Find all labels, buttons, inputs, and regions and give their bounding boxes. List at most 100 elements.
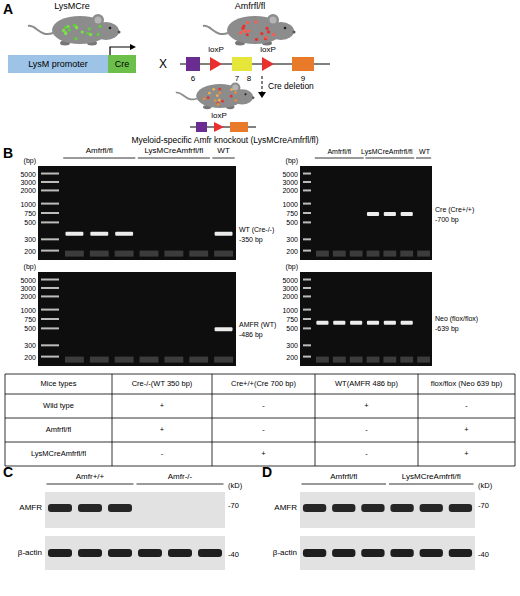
ladder-band: [41, 344, 59, 346]
primer-smear: [400, 357, 413, 363]
cross-symbol: X: [159, 58, 167, 70]
cell-dot: [264, 36, 267, 39]
protein-band: [138, 549, 162, 557]
table-rule: [212, 374, 213, 466]
ladder-size: 750: [24, 316, 36, 323]
ladder-size: 200: [286, 247, 298, 254]
group-underline: [212, 158, 234, 159]
band-name: WT (Cre-/-): [239, 225, 274, 232]
primer-smear: [115, 251, 134, 257]
mouse-eye: [284, 27, 287, 30]
ladder-band: [41, 203, 59, 205]
mass-marker: -40: [228, 551, 239, 559]
blot-image: [45, 536, 225, 570]
ladder-band: [303, 356, 311, 358]
table-cell: -: [365, 426, 368, 434]
mouse-illustration: [176, 82, 255, 109]
cell-dot: [217, 103, 220, 106]
ladder-band: [303, 344, 311, 346]
mouse-illustration: [28, 14, 121, 46]
dna-band: [367, 212, 379, 216]
cell-dot: [203, 98, 206, 101]
step-label: Cre deletion: [268, 82, 314, 91]
blot-image: [45, 492, 225, 528]
mass-marker: -40: [478, 551, 489, 559]
cell-dot: [218, 99, 221, 102]
dna-band: [215, 232, 233, 236]
primer-smear: [400, 251, 413, 257]
protein-band: [390, 549, 413, 557]
group-header: LysMCreAmfrfl/fl: [144, 147, 203, 155]
protein-band: [332, 504, 355, 512]
primer-smear: [333, 251, 346, 257]
cell-dot: [89, 33, 92, 36]
group-underline: [315, 158, 364, 159]
ladder-size: 3000: [20, 178, 36, 185]
table-rule: [112, 374, 113, 466]
cell-dot: [218, 92, 221, 95]
primer-smear: [189, 357, 208, 363]
dna-band: [367, 321, 379, 325]
axis-unit: (kD): [478, 482, 492, 490]
cell-dot: [234, 99, 237, 102]
protein-band: [420, 549, 443, 557]
mouse-ear-inner: [95, 17, 102, 24]
protein-band: [78, 549, 102, 557]
table-cell: +: [160, 426, 164, 434]
protein-band: [108, 549, 132, 557]
table-header: Mice types: [41, 380, 77, 388]
table-header: Cre+/+(Cre 700 bp): [231, 380, 296, 388]
table-rule: [5, 466, 515, 467]
primer-smear: [214, 251, 233, 257]
primer-smear: [140, 357, 159, 363]
ladder-band: [41, 279, 59, 281]
group-header: WT: [217, 147, 229, 155]
cell-dot: [247, 29, 250, 32]
cell-dot: [88, 27, 91, 30]
protein-band: [449, 549, 472, 557]
axis-unit: (bp): [24, 263, 36, 270]
primer-smear: [164, 357, 183, 363]
protein-band: [168, 549, 192, 557]
ladder-size: 3000: [282, 178, 298, 185]
ladder-size: 500: [24, 325, 36, 332]
primer-smear: [164, 251, 183, 257]
primer-smear: [417, 357, 430, 363]
table-cell: Wild type: [43, 402, 74, 410]
ladder-size: 5000: [20, 170, 36, 177]
protein-band: [303, 504, 326, 512]
cell-dot: [221, 100, 224, 103]
mouse-label: LysMCre: [54, 2, 90, 11]
primer-smear: [333, 357, 346, 363]
arrow-head: [258, 92, 266, 98]
ladder-size: 5000: [282, 170, 298, 177]
ladder-size: 300: [286, 236, 298, 243]
ladder-size: 200: [24, 353, 36, 360]
table-rule: [5, 374, 515, 375]
cell-dot: [68, 28, 71, 31]
cell-dot: [234, 91, 237, 94]
protein-name: β-actin: [273, 549, 297, 557]
table-cell: -: [365, 450, 368, 458]
dna-band: [316, 321, 328, 325]
panel-letter: C: [3, 465, 13, 479]
primer-smear: [316, 357, 329, 363]
genotype-caption: Myeloid-specific Amfr knockout (LysMCreA…: [131, 136, 318, 145]
dna-band: [333, 321, 345, 325]
table-cell: -: [465, 402, 468, 410]
group-underline: [389, 484, 474, 485]
dna-band: [350, 321, 362, 325]
blot-image: [300, 492, 475, 528]
ladder-size: 500: [286, 219, 298, 226]
band-name: Cre (Cre+/+): [435, 205, 474, 212]
loxp-triangle: [262, 57, 274, 71]
ladder-band: [41, 189, 59, 191]
cell-dot: [214, 99, 217, 102]
table-header: WT(AMFR 486 bp): [335, 380, 398, 388]
mass-marker: -70: [228, 502, 239, 510]
ladder-size: 300: [286, 342, 298, 349]
primer-smear: [65, 251, 84, 257]
table-cell: Amfrfl/fl: [46, 426, 71, 434]
protein-band: [420, 504, 443, 512]
